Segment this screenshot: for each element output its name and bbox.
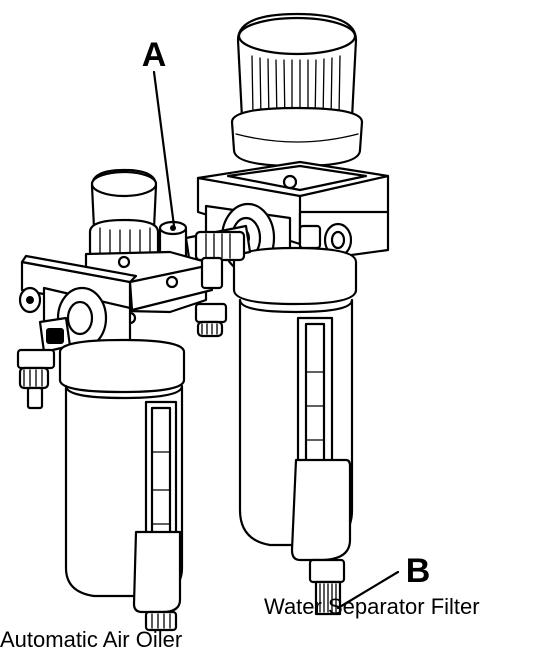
- oiler-bowl: [58, 338, 186, 632]
- callout-a-leader-line: [152, 70, 176, 228]
- callout-a: A: [142, 36, 176, 228]
- water-separator-filter-label: Water Separator Filter: [264, 594, 480, 619]
- filter-bowl: [232, 246, 358, 616]
- oiler-cap: [88, 168, 160, 264]
- oiler-body-block: [18, 250, 224, 352]
- oiler-elbow-fitting: [16, 316, 72, 410]
- water-separator-filter-unit: [196, 12, 390, 616]
- callout-a-letter: A: [142, 36, 167, 74]
- callout-b-letter: B: [406, 552, 431, 590]
- callout-b-leader-line: [336, 570, 400, 610]
- automatic-air-oiler-label: Automatic Air Oiler: [0, 627, 182, 652]
- regulator-knob: [230, 12, 364, 168]
- connector-nut-left: [194, 302, 228, 338]
- callout-b: B: [336, 552, 431, 610]
- automatic-air-oiler-unit: [16, 168, 224, 632]
